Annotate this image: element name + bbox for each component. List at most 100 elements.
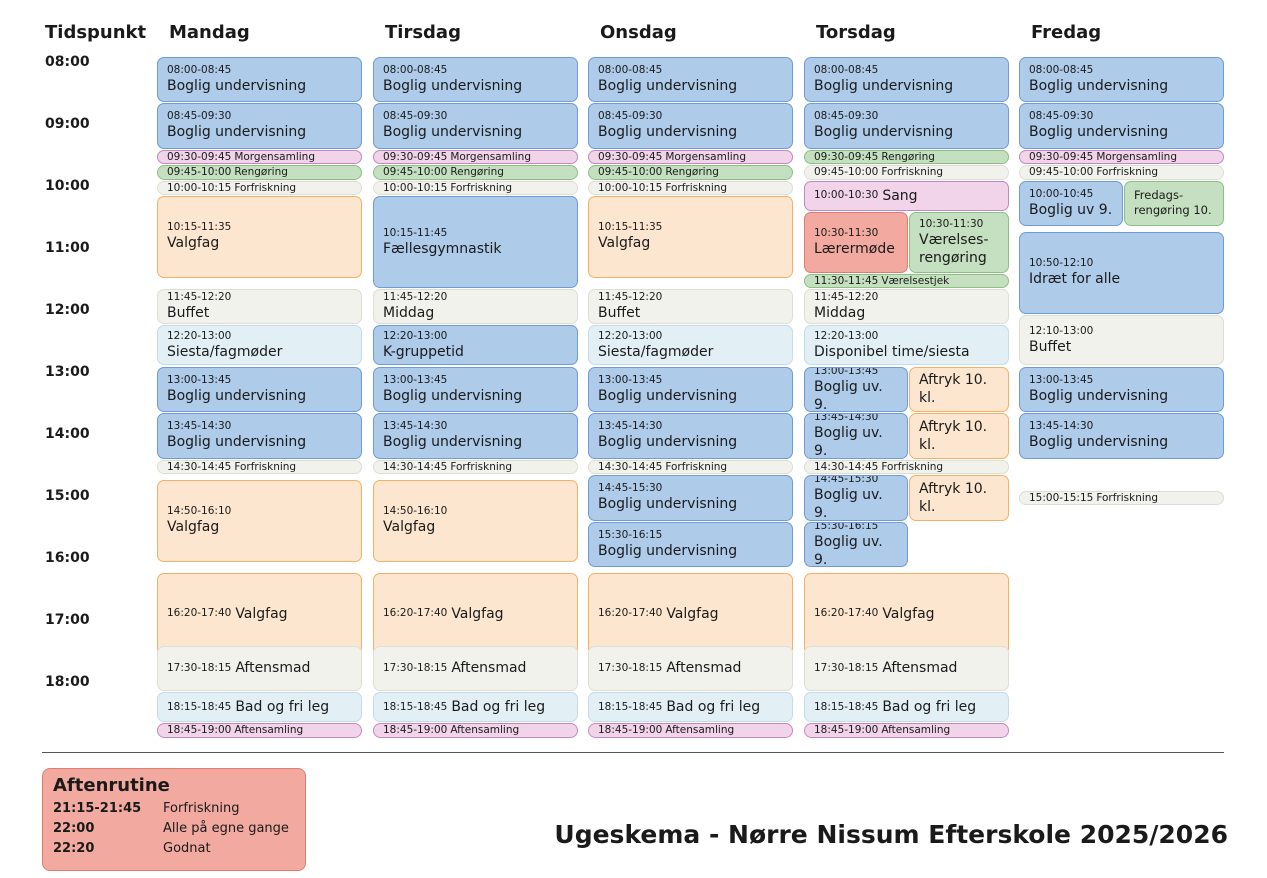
schedule-event[interactable]: Aftryk 10. kl.	[909, 475, 1009, 521]
event-time: 10:50-12:10	[1029, 257, 1094, 270]
event-title: Middag	[383, 305, 435, 322]
event-time: 11:45-12:20	[383, 291, 448, 304]
event-title: Forfriskning	[234, 460, 297, 473]
schedule-event[interactable]: Fredags- rengøring 10.	[1124, 180, 1224, 226]
schedule-event[interactable]: Aftryk 10. kl.	[909, 366, 1009, 412]
event-title: Aftensmad	[451, 660, 527, 677]
hour-label: 09:00	[45, 116, 90, 132]
routine-time: 22:00	[53, 821, 95, 836]
event-title: Boglig undervisning	[1029, 434, 1169, 451]
page-title: Ugeskema - Nørre Nissum Efterskole 2025/…	[554, 820, 1228, 849]
event-time: 09:45-10:00	[167, 166, 232, 179]
event-title: Boglig undervisning	[814, 124, 954, 141]
schedule-event[interactable]: Aftryk 10. kl.	[909, 413, 1009, 459]
event-title: Siesta/fagmøder	[167, 343, 283, 360]
divider	[42, 752, 1224, 753]
event-time: 09:30-09:45	[383, 150, 448, 163]
event-time: 13:45-14:30	[814, 413, 879, 424]
event-title: Sang	[882, 187, 918, 204]
event-title: Boglig undervisning	[383, 434, 523, 451]
event-time: 13:45-14:30	[383, 420, 448, 433]
